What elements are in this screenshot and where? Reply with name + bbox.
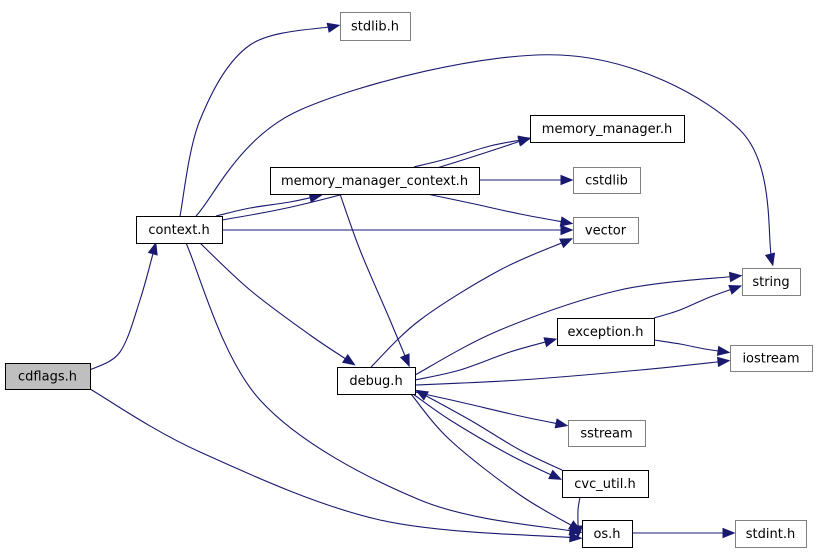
node-label-memory_manager_context: memory_manager_context.h	[281, 174, 468, 189]
node-exception[interactable]: exception.h	[557, 318, 655, 346]
node-box-memory_manager_context[interactable]	[270, 167, 480, 195]
edge-cdflags-to-os	[89, 388, 583, 543]
node-label-cstdlib: cstdlib	[585, 174, 628, 189]
node-cstdlib[interactable]: cstdlib	[573, 167, 641, 194]
edge-os-to-stdint	[632, 527, 736, 539]
edge-context-to-stdlib	[179, 22, 341, 217]
node-box-cstdlib[interactable]	[573, 167, 641, 194]
arrowhead-icon	[717, 356, 731, 368]
node-box-string[interactable]	[742, 268, 801, 296]
node-box-cdflags[interactable]	[5, 363, 91, 390]
node-box-memory_manager[interactable]	[530, 115, 685, 143]
node-label-stdint: stdint.h	[746, 527, 795, 542]
edge-layer	[89, 22, 776, 543]
node-sstream[interactable]: sstream	[568, 420, 646, 447]
arrowhead-icon	[326, 22, 341, 33]
arrowhead-icon	[543, 337, 558, 348]
node-memory_manager[interactable]: memory_manager.h	[530, 115, 685, 143]
edge-context-to-memory_manager_context	[215, 192, 323, 217]
node-label-memory_manager: memory_manager.h	[542, 122, 672, 137]
arrowhead-icon	[559, 238, 574, 249]
arrowhead-icon	[728, 285, 743, 295]
node-box-sstream[interactable]	[568, 420, 646, 447]
node-box-os[interactable]	[582, 520, 633, 548]
node-box-stdint[interactable]	[735, 520, 807, 548]
arrowhead-icon	[342, 354, 356, 366]
edge-exception-to-string	[653, 285, 743, 319]
node-context[interactable]: context.h	[136, 216, 223, 244]
node-label-os: os.h	[593, 527, 620, 542]
edge-debug-to-string	[414, 271, 743, 376]
arrowhead-icon	[399, 353, 410, 368]
node-debug[interactable]: debug.h	[337, 367, 416, 395]
edge-debug-to-vector	[370, 238, 574, 368]
node-label-debug: debug.h	[349, 374, 402, 389]
arrowhead-icon	[517, 135, 532, 146]
arrowhead-icon	[560, 174, 574, 186]
node-box-stdlib[interactable]	[340, 12, 411, 41]
arrowhead-icon	[722, 527, 736, 539]
arrowhead-icon	[728, 271, 743, 283]
edge-cdflags-to-context	[89, 241, 158, 371]
node-string[interactable]: string	[742, 268, 801, 296]
edge-debug-to-os	[410, 393, 582, 532]
node-cdflags[interactable]: cdflags.h	[5, 363, 91, 390]
edge-debug-to-cvc_util	[412, 393, 563, 480]
arrowhead-icon	[548, 469, 563, 480]
arrowhead-icon	[572, 525, 584, 539]
arrowhead-icon	[764, 252, 776, 267]
arrowhead-icon	[147, 241, 158, 256]
node-iostream[interactable]: iostream	[730, 345, 813, 372]
edge-context-to-string	[195, 54, 776, 267]
arrowhead-icon	[560, 224, 574, 236]
node-box-iostream[interactable]	[730, 345, 813, 372]
edge-debug-to-sstream	[414, 391, 569, 429]
edge-cvc_util-to-debug	[415, 389, 563, 471]
arrowhead-icon	[415, 389, 429, 401]
edge-memory_manager_context-to-debug	[339, 193, 410, 368]
node-label-iostream: iostream	[742, 352, 799, 367]
edge-context-to-vector	[221, 224, 574, 236]
node-label-string: string	[752, 275, 789, 290]
node-stdint[interactable]: stdint.h	[735, 520, 807, 548]
edge-cvc_util-to-os	[572, 496, 584, 539]
node-label-sstream: sstream	[580, 427, 632, 442]
node-os[interactable]: os.h	[582, 520, 633, 548]
node-label-cdflags: cdflags.h	[18, 370, 77, 385]
node-box-exception[interactable]	[557, 318, 655, 346]
node-label-exception: exception.h	[568, 325, 644, 340]
edge-memory_manager_context-to-cstdlib	[479, 174, 574, 186]
node-vector[interactable]: vector	[573, 217, 639, 244]
node-box-debug[interactable]	[337, 367, 416, 395]
arrowhead-icon	[559, 216, 574, 227]
node-label-stdlib: stdlib.h	[351, 20, 399, 35]
node-memory_manager_context[interactable]: memory_manager_context.h	[270, 167, 480, 195]
node-box-vector[interactable]	[573, 217, 639, 244]
node-stdlib[interactable]: stdlib.h	[340, 12, 411, 41]
edge-debug-to-iostream	[414, 356, 731, 386]
arrowhead-icon	[716, 345, 731, 356]
arrowhead-icon	[554, 418, 569, 429]
node-box-context[interactable]	[136, 216, 223, 244]
node-label-vector: vector	[585, 224, 627, 239]
node-label-cvc_util: cvc_util.h	[574, 477, 635, 492]
node-layer: cdflags.h context.h stdlib.h memory_manager…	[5, 12, 813, 548]
node-cvc_util[interactable]: cvc_util.h	[562, 470, 649, 498]
arrowhead-icon	[308, 192, 323, 203]
edge-exception-to-iostream	[653, 339, 731, 356]
node-label-context: context.h	[148, 223, 209, 238]
edge-memory_manager_context-to-memory_manager	[413, 135, 532, 168]
edge-context-to-debug	[199, 242, 356, 366]
edge-memory_manager_context-to-vector	[426, 193, 574, 227]
node-box-cvc_util[interactable]	[562, 470, 649, 498]
edge-debug-to-exception	[414, 337, 558, 381]
